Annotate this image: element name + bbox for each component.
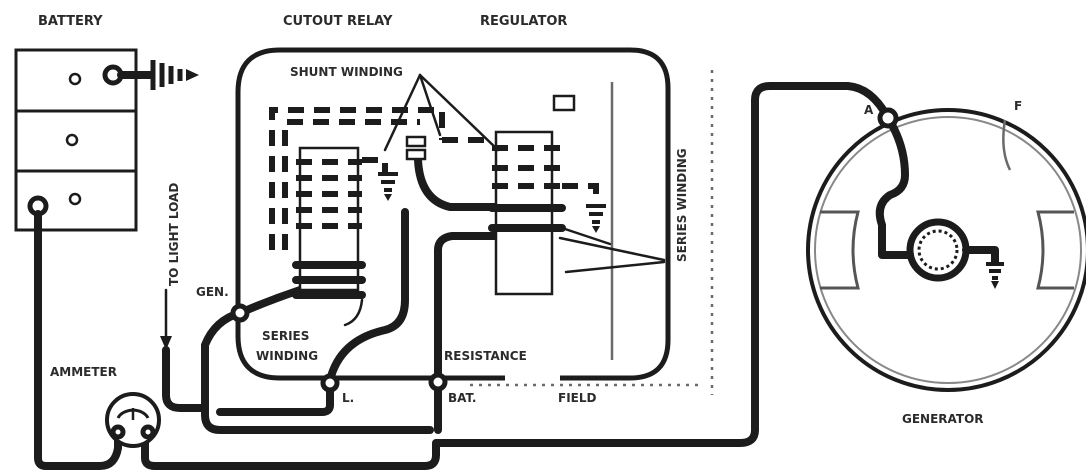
bat-terminal-node bbox=[428, 372, 448, 392]
relay-series-leader bbox=[343, 298, 364, 327]
battery-cell-cap bbox=[65, 133, 79, 147]
to-light-load-label: TO LIGHT LOAD bbox=[167, 183, 181, 286]
ground-arrow bbox=[991, 281, 999, 289]
battery-ground-symbol bbox=[117, 60, 199, 90]
wire-gen-terminal bbox=[201, 309, 434, 434]
generator-ground-lead bbox=[962, 246, 999, 266]
regulator-series-turns bbox=[488, 204, 566, 232]
generator-housing-inner bbox=[814, 116, 1082, 384]
light-load-arrowhead bbox=[160, 336, 172, 350]
regulator-unit bbox=[442, 94, 612, 296]
wire-battery-to-ammeter bbox=[34, 210, 122, 470]
series-label: SERIES bbox=[262, 329, 309, 343]
ground-arrow bbox=[384, 194, 392, 201]
ammeter-terminal-left bbox=[110, 424, 126, 440]
ammeter-terminal-right bbox=[140, 424, 156, 440]
wire-l-terminal bbox=[216, 381, 334, 416]
regulator-contact bbox=[552, 94, 576, 112]
generator-terminal-f-label: F bbox=[1014, 99, 1022, 113]
series-winding-leader bbox=[558, 236, 666, 262]
battery-cell-cap bbox=[68, 72, 82, 86]
battery bbox=[14, 48, 138, 232]
wire-relay-to-l bbox=[326, 208, 409, 384]
relay-contact-lower bbox=[405, 148, 427, 161]
ammeter bbox=[105, 392, 161, 448]
cutout-relay-unit bbox=[269, 107, 445, 299]
gen-terminal-label: GEN. bbox=[196, 285, 229, 299]
relay-regulator-frame bbox=[235, 47, 671, 381]
generator-armature-lead bbox=[875, 114, 914, 259]
relay-shunt-lead bbox=[362, 157, 388, 172]
shunt-winding-label: SHUNT WINDING bbox=[290, 65, 403, 79]
ground-arrow bbox=[592, 226, 600, 233]
generator bbox=[806, 107, 1086, 392]
series-winding-leader bbox=[564, 260, 666, 274]
generator-terminal-a-node bbox=[877, 107, 899, 129]
regulator-core bbox=[494, 130, 554, 296]
battery-cell-cap bbox=[68, 192, 82, 206]
wire-light-load bbox=[162, 346, 209, 412]
regulator-ground-symbol bbox=[586, 204, 606, 233]
ground-arrow bbox=[186, 69, 199, 81]
relay-series-turns bbox=[292, 261, 366, 299]
l-terminal-node bbox=[320, 373, 340, 393]
wire-ammeter-to-generator bbox=[141, 82, 892, 470]
wire-bat-terminal bbox=[434, 232, 504, 386]
generator-label: GENERATOR bbox=[902, 412, 984, 426]
field-pole-right bbox=[1036, 210, 1074, 290]
relay-contact-upper bbox=[405, 135, 427, 148]
regulator-shunt-turns bbox=[442, 137, 562, 189]
wire-gen-to-series bbox=[236, 286, 304, 317]
resistance-label: RESISTANCE bbox=[444, 349, 527, 363]
relay-shunt-outer bbox=[269, 107, 445, 250]
series-winding-vertical-label: SERIES WINDING bbox=[675, 148, 689, 262]
shunt-winding-leader bbox=[418, 73, 500, 152]
field-terminal-label: FIELD bbox=[558, 391, 597, 405]
relay-shunt-inner bbox=[282, 119, 420, 250]
shunt-winding-leader bbox=[418, 73, 442, 137]
ammeter-label: AMMETER bbox=[50, 365, 117, 379]
generator-terminal-a-label: A bbox=[864, 103, 874, 117]
shunt-winding-leader bbox=[383, 73, 422, 152]
wire-contact-link bbox=[414, 156, 504, 211]
gen-terminal-node bbox=[230, 303, 250, 323]
battery-label: BATTERY bbox=[38, 14, 103, 29]
l-terminal-label: L. bbox=[342, 391, 354, 405]
relay-ground-symbol bbox=[378, 172, 398, 201]
regulator-shunt-lead bbox=[562, 183, 599, 205]
regulator-series-lead bbox=[560, 226, 612, 246]
generator-f-lead bbox=[1002, 119, 1012, 171]
relay-shunt-turns bbox=[296, 159, 362, 229]
cutout-relay-label: CUTOUT RELAY bbox=[283, 14, 393, 29]
bat-terminal-label: BAT. bbox=[448, 391, 476, 405]
winding-label: WINDING bbox=[256, 349, 318, 363]
regulator-label: REGULATOR bbox=[480, 14, 567, 29]
field-pole-left bbox=[820, 210, 860, 290]
commutator bbox=[917, 229, 959, 271]
